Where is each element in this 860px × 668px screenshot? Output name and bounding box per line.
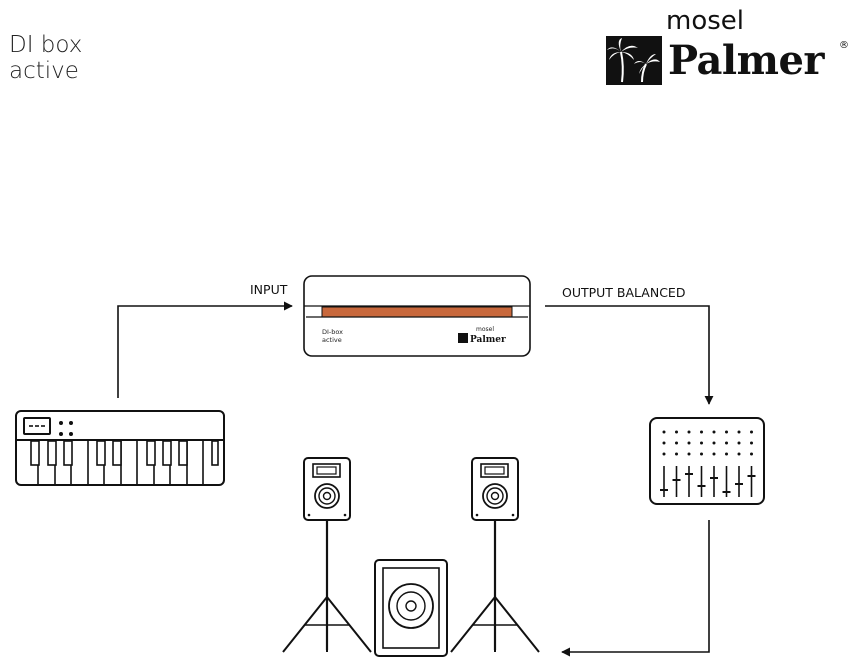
speaker-connection-line (561, 520, 710, 657)
mixer-knob-dot (725, 430, 728, 434)
brand-registered-mark: ® (839, 40, 849, 51)
brand-main-text: Palmer (668, 37, 824, 84)
mixer-knob-dot (725, 452, 728, 456)
input-connection-line (117, 301, 293, 398)
mixer-knob-dot (675, 452, 678, 456)
mixer-knob-dot (725, 441, 728, 445)
device-brand-main: Palmer (470, 335, 506, 345)
mixer-knob-dot (700, 430, 703, 434)
mixer-knob-dot (662, 441, 666, 445)
mixer-knob-dot (662, 430, 666, 434)
keyboard-icon (15, 410, 225, 486)
signal-lines (117, 301, 714, 657)
di-box-device: DI-box active mosel Palmer (303, 275, 531, 357)
mixer-knob-dot (750, 441, 753, 445)
title-line-2: active (9, 58, 79, 84)
monitor-speaker-icon (450, 457, 540, 653)
mixer-knob-dot (737, 452, 741, 456)
input-label: INPUT (250, 282, 288, 297)
mixer-knob-dot (687, 452, 691, 456)
mixer-knob-dot (687, 441, 691, 445)
device-brand-top: mosel (476, 326, 494, 333)
mixer-knob-dot (737, 430, 741, 434)
output-label: OUTPUT BALANCED (562, 285, 686, 300)
mixer-knob-dot (662, 452, 666, 456)
mixer-knob-dot (687, 430, 691, 434)
mixer-knob-dot (750, 452, 753, 456)
mixer-knob-dot (750, 430, 753, 434)
mixer-knob-dot (712, 441, 716, 445)
device-logo-icon (458, 333, 468, 343)
document-title: DI box active (9, 32, 82, 84)
mixer-knob-dot (700, 441, 703, 445)
mixer-knob-dot (737, 441, 741, 445)
mixer-knob-dot (675, 430, 678, 434)
mixer-knob-dot (675, 441, 678, 445)
device-name-line-2: active (322, 336, 342, 344)
palm-tree-logo-icon (606, 36, 662, 85)
mixer-knob-dot (712, 452, 716, 456)
subwoofer-icon (374, 559, 448, 657)
mixer-knob-dot (700, 452, 703, 456)
output-connection-line (545, 305, 714, 405)
title-line-1: DI box (9, 32, 83, 58)
mixer-knob-dot (712, 430, 716, 434)
mixer-icon (649, 417, 765, 505)
brand-top-text: mosel (666, 6, 744, 36)
monitor-speaker-icon (282, 457, 372, 653)
device-name-line-1: DI-box (322, 328, 343, 336)
